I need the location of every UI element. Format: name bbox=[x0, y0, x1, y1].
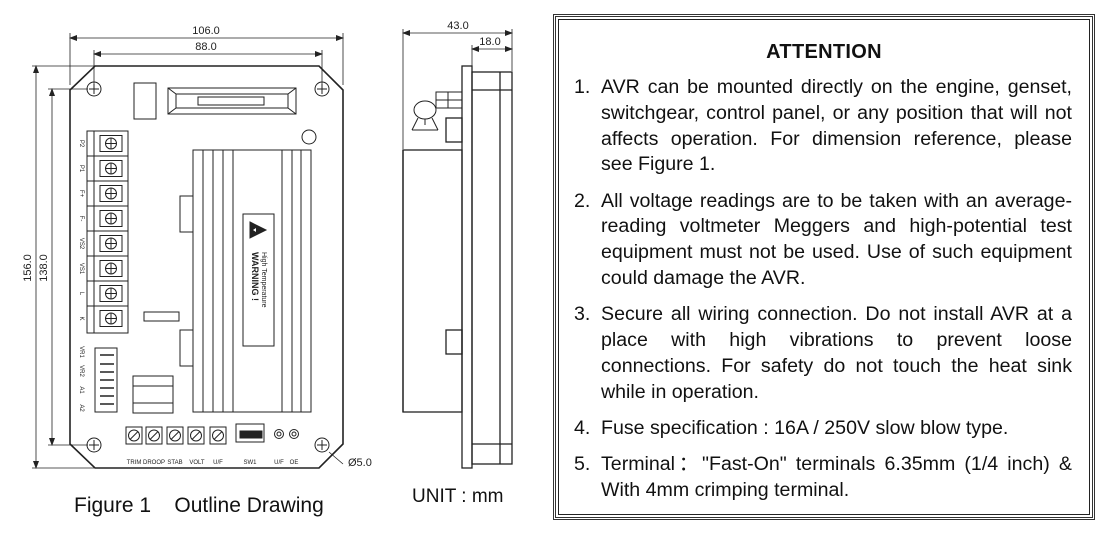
terminal-screw bbox=[99, 160, 123, 177]
heat-sink bbox=[179, 149, 312, 413]
item-text: Secure all wiring connection. Do not ins… bbox=[601, 303, 1072, 403]
terminal-label: VS1 bbox=[78, 263, 84, 275]
component-block bbox=[133, 82, 157, 120]
terminal-screw bbox=[99, 285, 123, 302]
spade-label: A1 bbox=[78, 386, 84, 394]
dim-hole-height: 138.0 bbox=[38, 254, 50, 282]
dim-overall-width: 106.0 bbox=[192, 25, 220, 37]
terminal-label: VS2 bbox=[78, 238, 84, 250]
bottom-label: U/F bbox=[274, 460, 284, 466]
list-item: 1. AVR can be mounted directly on the eng… bbox=[574, 75, 1072, 178]
warning-title: WARNING ! bbox=[250, 252, 260, 301]
terminal-label: L bbox=[78, 292, 84, 296]
spade-label: A2 bbox=[78, 404, 84, 412]
bottom-label: STAB bbox=[167, 460, 182, 466]
dim-overall-height: 156.0 bbox=[22, 254, 34, 282]
list-item: 2. All voltage readings are to be taken w… bbox=[574, 189, 1072, 292]
terminal-label: P2 bbox=[78, 140, 84, 148]
figure-caption: Figure 1 Outline Drawing bbox=[74, 494, 324, 517]
item-text: AVR can be mounted directly on the engin… bbox=[601, 76, 1072, 176]
spade-terminal-block bbox=[94, 347, 118, 413]
item-number: 4. bbox=[574, 417, 591, 440]
bottom-label: U/F bbox=[213, 460, 223, 466]
bottom-label: SW1 bbox=[243, 460, 257, 466]
item-number: 3. bbox=[574, 303, 591, 326]
item-number: 2. bbox=[574, 189, 591, 212]
terminal-screw bbox=[99, 235, 123, 252]
outline-drawing: 106.0 88.0 156.0 138.0 43.0 18.0 Ø5.0 P2… bbox=[22, 20, 513, 469]
potentiometers bbox=[125, 426, 227, 445]
unit-caption: UNIT : mm bbox=[412, 486, 504, 507]
attention-panel: ATTENTION 1. AVR can be mounted directly … bbox=[553, 14, 1095, 520]
terminal-label: P1 bbox=[78, 165, 84, 173]
dip-switch bbox=[235, 423, 265, 443]
side-dimension-lines bbox=[402, 29, 513, 149]
indicator-leds bbox=[274, 429, 299, 439]
terminal-label: K bbox=[78, 316, 84, 320]
item-text: Terminal："Fast-On" terminals 6.35mm (1/4… bbox=[601, 453, 1072, 502]
bottom-label: DROOP bbox=[143, 460, 165, 466]
terminal-block bbox=[86, 130, 129, 334]
capacitor bbox=[301, 129, 317, 145]
terminal-screw bbox=[99, 260, 123, 277]
item-text: Fuse specification : 16A / 250V slow blo… bbox=[601, 417, 1009, 440]
transformer bbox=[132, 375, 174, 414]
item-text: All voltage readings are to be taken wit… bbox=[601, 189, 1072, 290]
spade-label: VR1 bbox=[78, 346, 84, 358]
side-capacitor bbox=[411, 91, 463, 131]
dim-side-depth: 43.0 bbox=[447, 20, 468, 32]
terminal-screw bbox=[99, 210, 123, 227]
dim-hole-dia: Ø5.0 bbox=[348, 457, 372, 469]
item-number: 1. bbox=[574, 76, 591, 98]
resistor bbox=[143, 311, 180, 322]
dim-side-flange: 18.0 bbox=[479, 36, 500, 48]
bottom-label: OE bbox=[290, 460, 299, 466]
list-item: 3. Secure all wiring connection. Do not i… bbox=[574, 302, 1072, 405]
corner-holes bbox=[86, 81, 330, 453]
warning-icon bbox=[249, 221, 268, 239]
terminal-label: F+ bbox=[78, 190, 84, 198]
list-item: 4. Fuse specification : 16A / 250V slow b… bbox=[574, 416, 1072, 442]
bottom-label: VOLT bbox=[189, 460, 205, 466]
terminal-screw bbox=[99, 185, 123, 202]
bottom-label: TRIM bbox=[127, 460, 142, 466]
item-number: 5. bbox=[574, 453, 591, 476]
fuse-holder bbox=[167, 87, 297, 115]
terminal-label: F- bbox=[78, 216, 84, 222]
dimension-lines bbox=[32, 33, 344, 469]
terminal-screw bbox=[99, 135, 123, 152]
spade-label: VR2 bbox=[78, 365, 84, 377]
attention-list: 1. AVR can be mounted directly on the eng… bbox=[574, 75, 1072, 514]
list-item: 5. Terminal："Fast-On" terminals 6.35mm (1… bbox=[574, 452, 1072, 504]
warning-subtitle: High Temperature bbox=[260, 252, 267, 308]
side-view bbox=[402, 65, 513, 469]
terminal-screw bbox=[99, 310, 123, 327]
dim-hole-width: 88.0 bbox=[195, 41, 216, 53]
board-outline bbox=[69, 65, 344, 469]
attention-title: ATTENTION bbox=[766, 41, 882, 63]
